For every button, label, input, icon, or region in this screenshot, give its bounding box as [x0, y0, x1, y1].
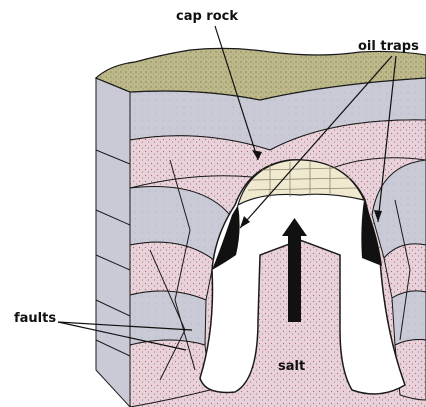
block-side-face: [96, 78, 130, 407]
cap-rock-label: cap rock: [176, 9, 238, 24]
oil-traps-label: oil traps: [358, 39, 419, 54]
faults-label: faults: [14, 311, 56, 326]
salt-label: salt: [278, 359, 305, 374]
